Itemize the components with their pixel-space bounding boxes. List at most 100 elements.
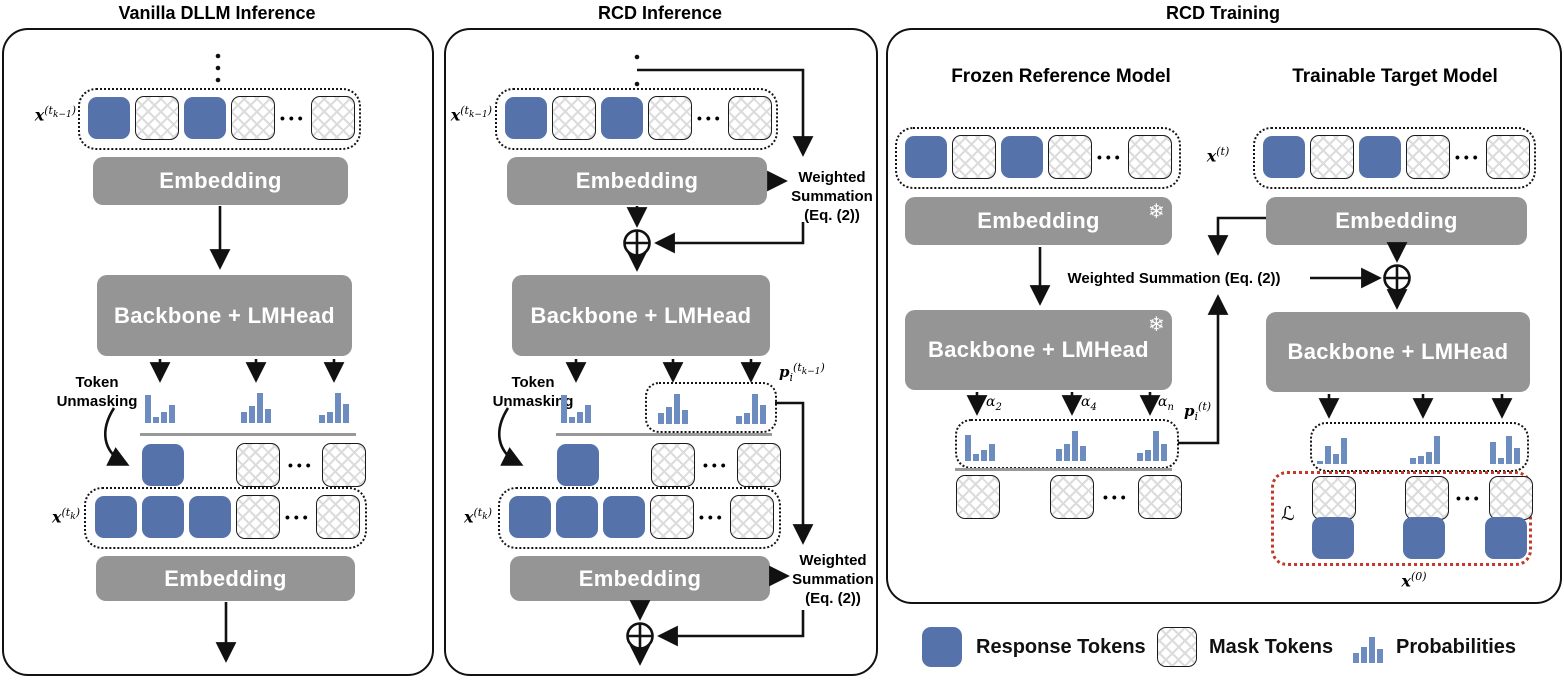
mask-token bbox=[1312, 476, 1356, 520]
response-token bbox=[509, 496, 551, 538]
p2-unmasked-token-row: ••• bbox=[557, 443, 781, 487]
alphan-weight-label: αn bbox=[1158, 394, 1174, 413]
mask-token bbox=[728, 96, 772, 140]
ellipsis: ••• bbox=[1455, 149, 1482, 165]
p2-output-sequence-label: x(tk) bbox=[463, 506, 492, 527]
response-token bbox=[142, 496, 184, 538]
probability-bar bbox=[1325, 446, 1331, 464]
p2-embedding2-box: Embedding bbox=[510, 556, 770, 601]
legend-response-tokens-label: Response Tokens bbox=[976, 636, 1146, 658]
probability-bar bbox=[973, 454, 979, 461]
probability-bar bbox=[153, 417, 159, 423]
ellipsis: ••• bbox=[1097, 149, 1124, 165]
probability-bar bbox=[585, 405, 591, 423]
snowflake-icon: ❄ bbox=[1147, 312, 1165, 336]
probability-bar bbox=[1434, 436, 1440, 464]
p3-tgt-backbone-label: Backbone + LMHead bbox=[1287, 339, 1509, 364]
probability-bar bbox=[674, 394, 680, 424]
probability-bar bbox=[1369, 637, 1375, 663]
panel2-title: RCD Inference bbox=[597, 3, 723, 23]
p1-backbone-label: Backbone + LMHead bbox=[114, 302, 335, 328]
p2-probability-chart-3 bbox=[734, 388, 768, 424]
p3-tgt-response-token-row bbox=[1312, 517, 1527, 559]
probability-bar bbox=[1426, 452, 1432, 464]
response-token bbox=[1312, 517, 1354, 559]
probability-bar bbox=[1153, 431, 1159, 461]
response-token bbox=[505, 97, 547, 139]
probability-bar bbox=[760, 405, 766, 424]
legend-probabilities-label: Probabilities bbox=[1396, 636, 1517, 658]
p1-probability-chart-1 bbox=[143, 387, 177, 423]
p3-ref-input-box bbox=[895, 127, 1181, 189]
mask-token bbox=[316, 495, 360, 539]
spacer bbox=[1009, 476, 1041, 518]
panel3-title: RCD Training bbox=[1165, 3, 1280, 23]
probability-bar bbox=[1056, 449, 1062, 461]
probability-bar bbox=[1490, 442, 1496, 464]
probability-bar bbox=[145, 395, 151, 423]
mask-token bbox=[730, 495, 774, 539]
probability-bar bbox=[1514, 448, 1520, 464]
p1-input-sequence-label: x(tk−1) bbox=[34, 104, 76, 125]
probability-bar bbox=[658, 413, 664, 424]
response-token bbox=[601, 97, 643, 139]
probability-bar bbox=[682, 410, 688, 424]
probability-bar bbox=[265, 409, 271, 423]
probability-bar bbox=[1072, 431, 1078, 461]
p3-tgt-mask-token-row: ••• bbox=[1312, 476, 1533, 520]
mask-token bbox=[648, 96, 692, 140]
p3-tgt-input-box bbox=[1253, 127, 1536, 189]
ellipsis: ••• bbox=[280, 110, 307, 126]
p3-tgt-backbone-box: Backbone + LMHead bbox=[1266, 312, 1530, 392]
ellipsis: ••• bbox=[285, 509, 312, 525]
ellipsis: ••• bbox=[288, 457, 315, 473]
p1-backbone-box: Backbone + LMHead bbox=[97, 275, 352, 356]
probability-bar bbox=[1410, 458, 1416, 464]
mask-token bbox=[1486, 135, 1530, 179]
loss-label: ℒ bbox=[1281, 503, 1295, 525]
p1-output-sequence-label: x(tk) bbox=[51, 506, 80, 527]
response-token bbox=[556, 496, 598, 538]
probability-bar bbox=[1361, 647, 1367, 663]
alpha2-weight-label: α2 bbox=[986, 394, 1002, 413]
probability-bar bbox=[241, 412, 247, 423]
probability-bar bbox=[1333, 454, 1339, 464]
p2-input-sequence-label: x(tk−1) bbox=[450, 104, 492, 125]
ellipsis: ••• bbox=[699, 509, 726, 525]
probability-bar bbox=[1080, 446, 1086, 461]
p1-embedding2-box: Embedding bbox=[96, 556, 355, 601]
probability-bar bbox=[981, 450, 987, 461]
p2-probability-chart-2 bbox=[656, 388, 690, 424]
probability-bar bbox=[335, 393, 341, 423]
response-token bbox=[1403, 517, 1445, 559]
legend-response-token-swatch bbox=[922, 627, 962, 667]
p2-embedding-box: Embedding bbox=[507, 157, 767, 205]
p1-unmasked-token-row: ••• bbox=[142, 443, 366, 487]
probability-bar bbox=[1064, 444, 1070, 461]
probability-bar bbox=[577, 412, 583, 423]
mask-token bbox=[236, 443, 280, 487]
p3-tgt-input-token-row: ••• bbox=[1263, 135, 1530, 179]
probability-bar bbox=[1145, 450, 1151, 461]
legend-mask-token-swatch bbox=[1157, 627, 1197, 667]
mask-token bbox=[737, 443, 781, 487]
probability-bar bbox=[257, 393, 263, 423]
response-token bbox=[142, 444, 184, 486]
p3-weighted-summation-label: Weighted Summation (Eq. (2)) bbox=[1067, 270, 1281, 287]
mask-token bbox=[1310, 135, 1354, 179]
spacer bbox=[1363, 477, 1398, 519]
probability-bar bbox=[752, 394, 758, 424]
probability-bar bbox=[1506, 436, 1512, 464]
p2-separator-line bbox=[556, 433, 772, 436]
p2-input-token-row: ••• bbox=[505, 96, 772, 140]
probability-bar bbox=[169, 405, 175, 423]
p3-tgt-embedding-label: Embedding bbox=[1335, 208, 1458, 233]
p3-tgt-probability-chart-3 bbox=[1488, 430, 1522, 464]
p3-ref-backbone-label: Backbone + LMHead bbox=[928, 337, 1149, 362]
response-token bbox=[557, 444, 599, 486]
p3-ref-input-token-row: ••• bbox=[905, 135, 1172, 179]
panel1-title: Vanilla DLLM Inference bbox=[118, 3, 316, 23]
spacer bbox=[1452, 517, 1478, 559]
frozen-reference-model-header: Frozen Reference Model bbox=[951, 66, 1171, 87]
